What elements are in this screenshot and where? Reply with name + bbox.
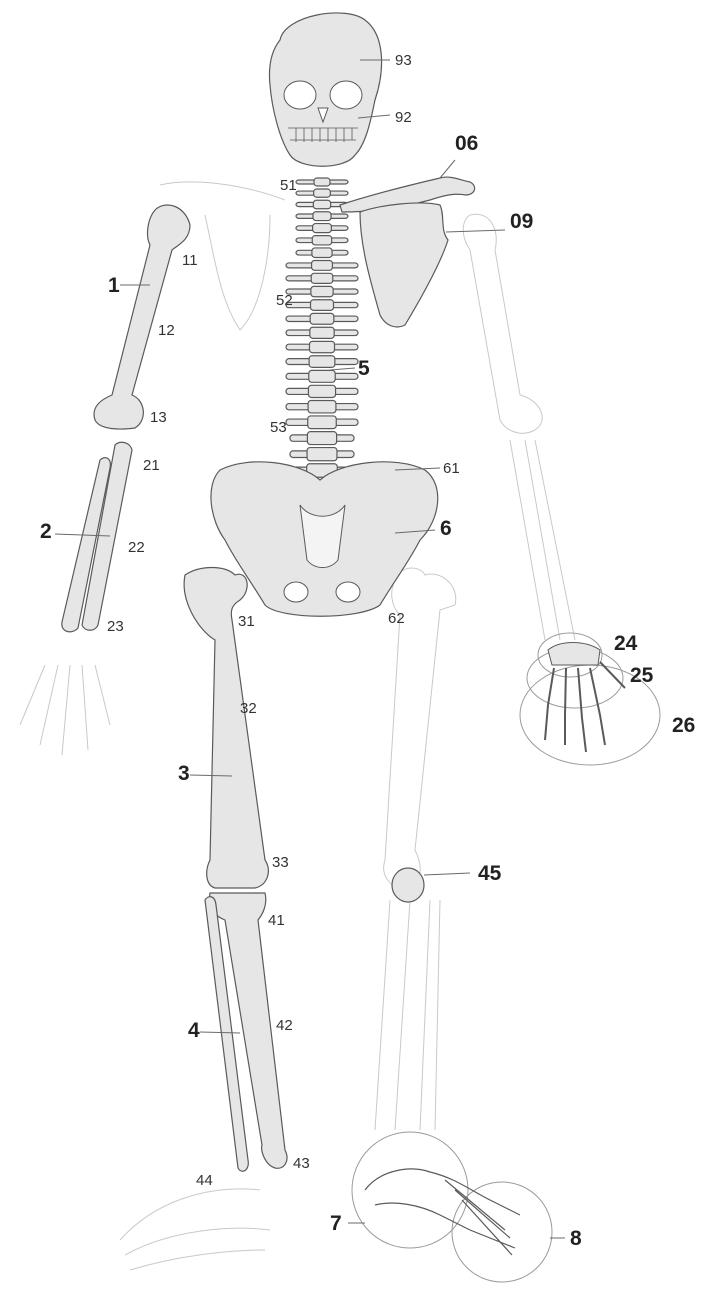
vertebra-body [313, 212, 331, 221]
label-26: 26 [672, 714, 695, 737]
right-orbit [284, 81, 316, 109]
humerus [94, 205, 190, 429]
scapula [360, 203, 448, 327]
faint-foot [120, 1189, 270, 1270]
label-32: 32 [240, 700, 257, 717]
label-45: 45 [478, 862, 502, 885]
forearm [62, 442, 132, 632]
tarsal-circle [352, 1132, 468, 1248]
label-3: 3 [178, 762, 190, 785]
metatarsal-circle [452, 1182, 552, 1282]
label-61: 61 [443, 460, 460, 477]
vertebra-body [311, 300, 334, 311]
label-5: 5 [358, 357, 370, 380]
faint-clavicle [160, 182, 285, 200]
label-43: 43 [293, 1155, 310, 1172]
label-21: 21 [143, 457, 160, 474]
label-33: 33 [272, 854, 289, 871]
label-4: 4 [188, 1019, 200, 1042]
label-06: 06 [455, 132, 478, 155]
leader-06 [440, 160, 455, 178]
label-1: 1 [108, 274, 120, 297]
obturator-left [336, 582, 360, 602]
faint-humerus [463, 214, 542, 433]
vertebra-body [311, 273, 333, 283]
spine [286, 178, 358, 511]
faint-forearm [510, 440, 575, 640]
vertebra-body [308, 385, 335, 397]
label-62: 62 [388, 610, 405, 627]
leader-5 [330, 368, 355, 370]
label-11: 11 [182, 252, 198, 269]
vertebra-body [309, 356, 335, 368]
vertebra-body [310, 313, 334, 324]
foot-detail [352, 1132, 552, 1282]
vertebra-body [310, 327, 334, 338]
skull [269, 13, 381, 166]
label-7: 7 [330, 1212, 342, 1235]
label-2: 2 [40, 520, 52, 543]
faint-lower-leg [375, 900, 440, 1130]
label-23: 23 [107, 618, 124, 635]
vertebra-body [312, 260, 333, 270]
leader-45 [424, 873, 470, 875]
vertebra-body [313, 224, 332, 233]
left-orbit [330, 81, 362, 109]
leader-09 [446, 230, 505, 232]
label-24: 24 [614, 632, 638, 655]
label-93: 93 [395, 52, 412, 69]
vertebra-body [312, 236, 331, 245]
label-25: 25 [630, 664, 654, 687]
hand-detail [520, 633, 660, 765]
shoulder-girdle [340, 177, 475, 327]
label-44: 44 [196, 1172, 213, 1189]
label-22: 22 [128, 539, 145, 556]
patella [392, 868, 424, 902]
leader-4 [200, 1032, 240, 1033]
vertebra-body [309, 370, 335, 382]
vertebra-body [308, 416, 337, 429]
leader-lines [55, 60, 565, 1238]
vertebra-body [314, 189, 331, 197]
label-42: 42 [276, 1017, 293, 1034]
label-31: 31 [238, 613, 255, 630]
vertebra-body [309, 341, 334, 352]
faint-scapula [205, 215, 270, 330]
faint-hand [20, 665, 110, 755]
label-92: 92 [395, 109, 412, 126]
vertebra-body [307, 448, 337, 461]
label-6: 6 [440, 517, 452, 540]
vertebra-body [313, 200, 330, 209]
vertebra-body [314, 178, 330, 186]
label-8: 8 [570, 1227, 582, 1250]
obturator-right [284, 582, 308, 602]
vertebra-body [307, 432, 336, 445]
label-12: 12 [158, 322, 175, 339]
carpals [548, 643, 600, 666]
vertebra-body [311, 286, 333, 296]
label-41: 41 [268, 912, 285, 929]
vertebra-body [308, 400, 336, 412]
label-53: 53 [270, 419, 287, 436]
femur [184, 568, 268, 889]
label-09: 09 [510, 210, 533, 233]
vertebra-body [312, 248, 332, 258]
label-13: 13 [150, 409, 167, 426]
label-52: 52 [276, 292, 293, 309]
label-51: 51 [280, 177, 297, 194]
